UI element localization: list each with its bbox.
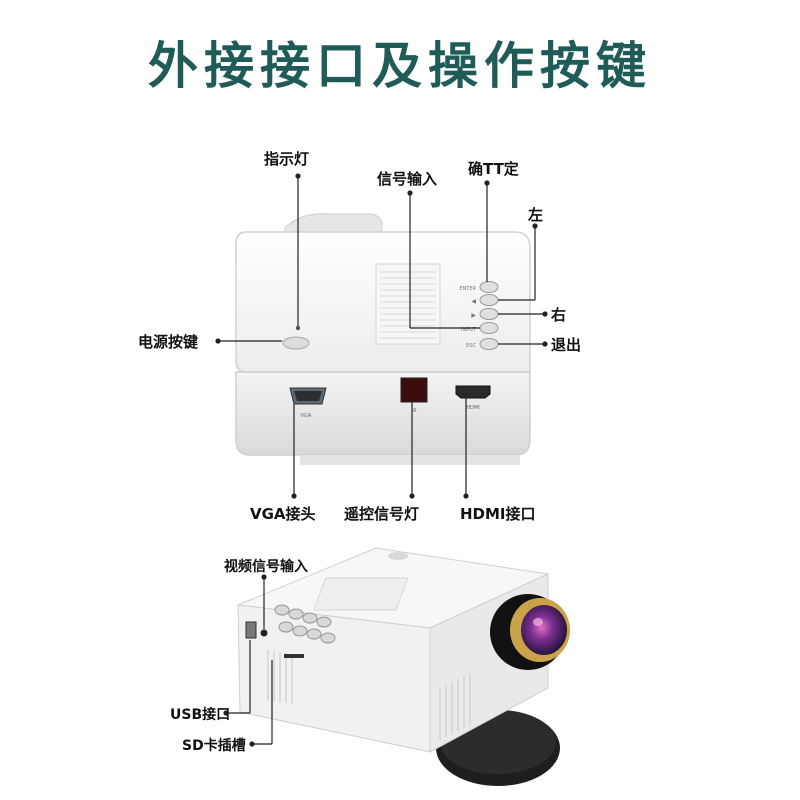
usb-port-shape xyxy=(245,621,257,639)
top-leader-lines xyxy=(215,173,548,499)
side-button-6[interactable] xyxy=(292,625,308,637)
side-button-1[interactable] xyxy=(274,604,290,616)
lens xyxy=(490,594,570,670)
label-vga-connector: VGA接头 xyxy=(250,505,316,523)
sd-slot-shape xyxy=(284,654,304,658)
side-button-5[interactable] xyxy=(278,621,294,633)
label-left: 左 xyxy=(528,206,544,224)
indicator-light-dot xyxy=(295,325,301,331)
projector-angled-view xyxy=(236,547,570,786)
projector-top-view: ENTER ◀ ▶ INPUT ESC VGA IR HDMI xyxy=(235,213,531,465)
label-video-signal-input: 视频信号输入 xyxy=(224,559,308,575)
av-jack xyxy=(260,629,268,637)
left-arrow-text: ◀ xyxy=(471,298,476,305)
label-usb-port: USB接口 xyxy=(170,707,231,723)
label-indicator-light: 指示灯 xyxy=(264,150,310,168)
side-button-8[interactable] xyxy=(320,632,336,644)
vga-port: VGA xyxy=(289,387,327,419)
right-button[interactable] xyxy=(479,308,499,320)
ir-text: IR xyxy=(412,408,417,414)
label-hdmi-port: HDMI接口 xyxy=(460,505,536,523)
label-remote-signal-light: 遥控信号灯 xyxy=(344,505,420,523)
left-button[interactable] xyxy=(479,294,499,306)
label-signal-input: 信号输入 xyxy=(377,170,438,188)
hdmi-port: HDMI xyxy=(455,385,491,411)
vent-grille xyxy=(375,263,441,345)
enter-text: ENTER xyxy=(459,286,476,292)
vga-port-text: VGA xyxy=(301,413,312,419)
label-exit: 退出 xyxy=(551,336,582,354)
page-title: 外接接口及操作按键 xyxy=(148,37,652,95)
input-text: INPUT xyxy=(461,327,477,333)
side-button-7[interactable] xyxy=(306,628,322,640)
enter-button[interactable] xyxy=(479,281,499,293)
esc-text: ESC xyxy=(466,343,476,349)
label-right: 右 xyxy=(551,306,567,324)
input-button[interactable] xyxy=(479,322,499,334)
ir-window: IR xyxy=(400,377,428,414)
hdmi-text: HDMI xyxy=(466,405,479,411)
label-power-button: 电源按键 xyxy=(138,333,199,351)
label-confirm: 确TT定 xyxy=(468,160,519,178)
side-button-3[interactable] xyxy=(302,612,318,624)
right-arrow-text: ▶ xyxy=(471,312,476,319)
esc-button[interactable] xyxy=(479,338,499,350)
side-button-4[interactable] xyxy=(316,616,332,628)
power-button[interactable] xyxy=(282,336,310,350)
label-sd-slot: SD卡插槽 xyxy=(182,738,246,754)
bottom-leader-lines xyxy=(223,574,273,747)
side-button-2[interactable] xyxy=(288,608,304,620)
